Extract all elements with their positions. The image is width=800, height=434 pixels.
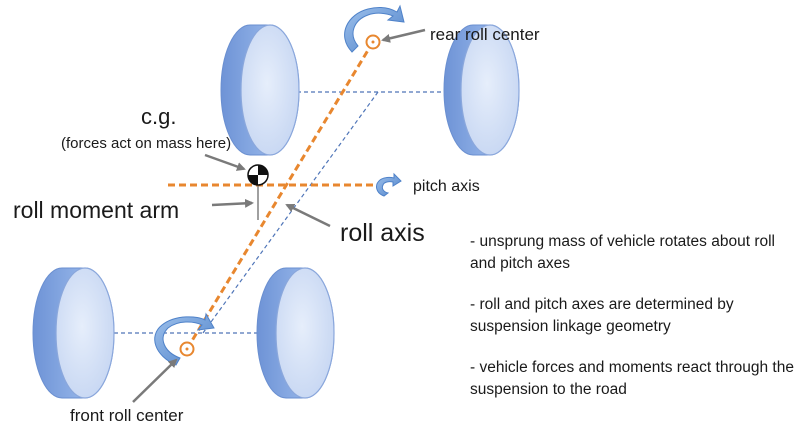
note-item: - roll and pitch axes are determined by … bbox=[470, 296, 734, 335]
wheel-icon bbox=[220, 24, 300, 156]
wheel-icon bbox=[32, 267, 115, 399]
rear-roll-center-label: rear roll center bbox=[430, 25, 540, 44]
wheel-icon bbox=[443, 24, 520, 156]
pitch-axis-label: pitch axis bbox=[413, 178, 480, 195]
rotation-arrow-icon bbox=[154, 312, 215, 366]
leader-arrow-icon bbox=[381, 28, 426, 43]
note-item: - unsprung mass of vehicle rotates about… bbox=[470, 233, 775, 272]
front-roll-center-label: front roll center bbox=[70, 406, 184, 425]
rotation-arrow-icon bbox=[344, 4, 405, 53]
front-roll-center-marker bbox=[179, 341, 195, 357]
note-item: - vehicle forces and moments react throu… bbox=[470, 359, 794, 398]
cg-subtitle: (forces act on mass here) bbox=[61, 135, 232, 152]
leader-arrow-icon bbox=[211, 198, 254, 208]
leader-arrow-icon bbox=[285, 203, 331, 228]
roll-axis-label: roll axis bbox=[340, 219, 425, 247]
wheel-icon bbox=[256, 267, 335, 399]
chassis-centerline bbox=[202, 91, 379, 334]
roll-moment-arm-label: roll moment arm bbox=[13, 197, 180, 223]
cg-label: c.g. bbox=[141, 104, 177, 129]
leader-arrow-icon bbox=[204, 153, 246, 171]
leader-arrow-icon bbox=[132, 358, 178, 403]
cg-marker-icon bbox=[247, 164, 269, 186]
roll-axis-line bbox=[185, 41, 375, 350]
rotation-arrow-icon bbox=[376, 172, 402, 197]
rear-roll-center-marker bbox=[365, 34, 381, 50]
notes-list: - unsprung mass of vehicle rotates about… bbox=[470, 231, 795, 420]
